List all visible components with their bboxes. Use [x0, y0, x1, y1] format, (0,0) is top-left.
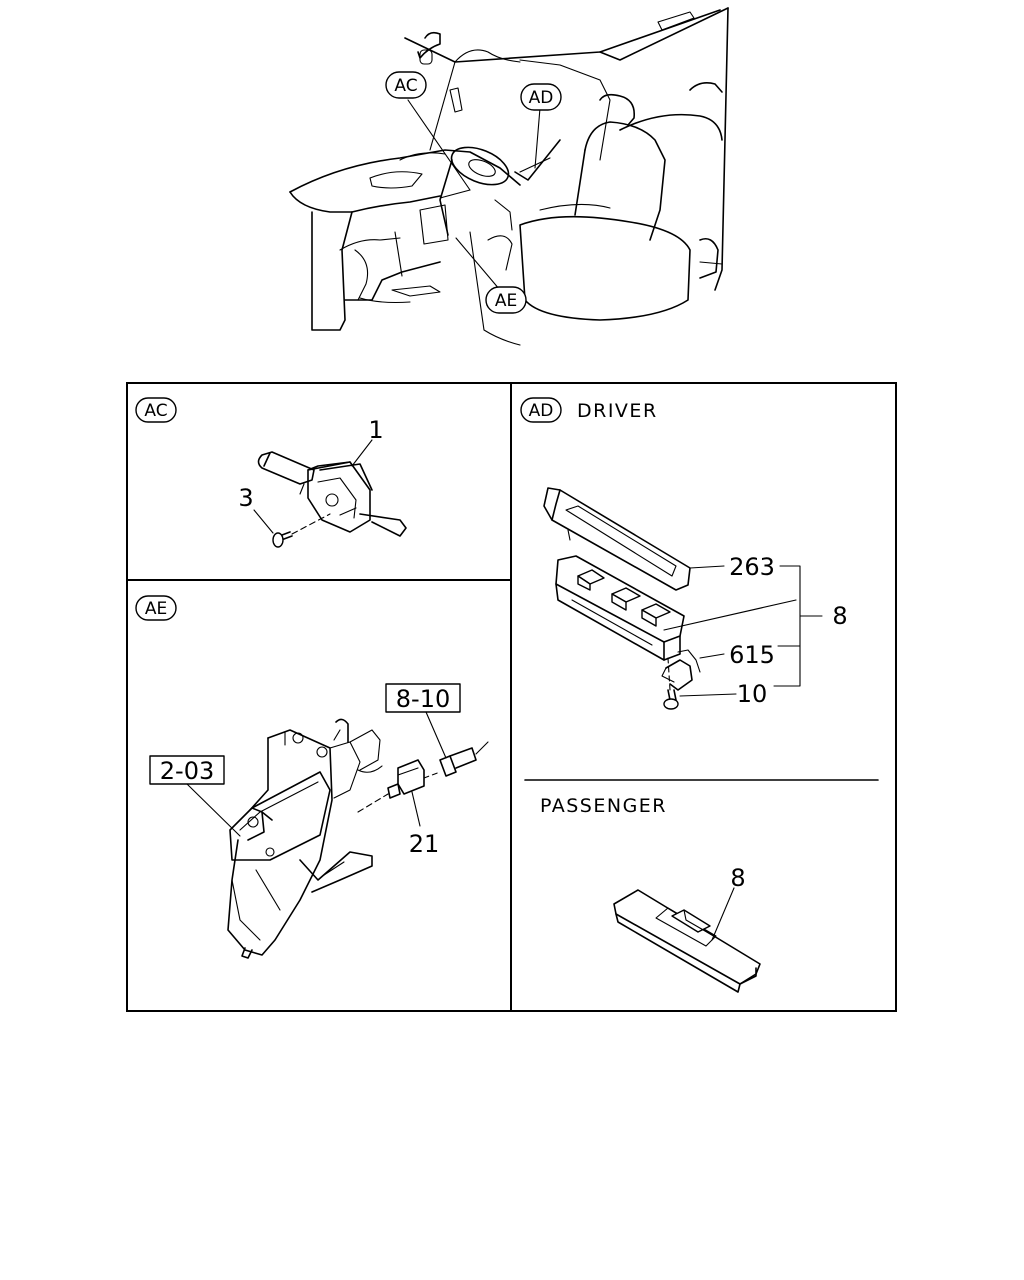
combination-switch-illustration — [257, 451, 407, 537]
passenger-heading: PASSENGER — [540, 795, 667, 817]
svg-text:AE: AE — [495, 291, 517, 311]
callout-3: 3 — [238, 484, 253, 512]
svg-text:AC: AC — [394, 76, 417, 96]
callout-1: 1 — [368, 416, 383, 444]
marker-ae: AE — [135, 595, 177, 621]
screw-10-illustration — [663, 657, 679, 710]
reference-box-8-10: 8-10 — [385, 683, 461, 713]
detail-grid-frame — [126, 382, 897, 1012]
connector-illustration — [439, 741, 489, 777]
callout-10: 10 — [737, 680, 768, 708]
screw-3-illustration — [272, 513, 331, 548]
passenger-switch-illustration — [613, 889, 761, 993]
svg-text:AC: AC — [144, 401, 167, 421]
svg-text:2-03: 2-03 — [160, 757, 214, 785]
pedal-bracket-illustration — [227, 718, 383, 959]
marker-ac: AC — [135, 397, 177, 423]
stop-light-switch-21-illustration — [357, 759, 441, 813]
marker-ad: AD — [520, 397, 562, 423]
callout-21: 21 — [409, 830, 440, 858]
callout-8-driver: 8 — [832, 602, 847, 630]
marker-ad-overview: AD — [520, 83, 562, 111]
clip-615-illustration — [661, 649, 701, 691]
reference-box-2-03: 2-03 — [149, 755, 225, 785]
marker-ac-overview: AC — [385, 71, 427, 99]
callout-615: 615 — [729, 641, 775, 669]
panel-ac: AC 1 3 — [135, 397, 407, 548]
svg-text:8-10: 8-10 — [396, 685, 450, 713]
panel-ae: AE — [135, 595, 489, 959]
interior-overview-illustration — [289, 7, 729, 346]
marker-ae-overview: AE — [485, 286, 527, 314]
driver-heading: DRIVER — [577, 400, 658, 422]
bezel-263-illustration — [543, 487, 691, 591]
svg-text:AE: AE — [145, 599, 167, 619]
callout-263: 263 — [729, 553, 775, 581]
panel-passenger: PASSENGER 8 — [540, 795, 761, 993]
svg-text:AD: AD — [529, 88, 554, 108]
panel-ad-driver: AD DRIVER — [520, 397, 848, 710]
callout-8-passenger: 8 — [730, 864, 745, 892]
window-switch-block-illustration — [555, 555, 685, 661]
svg-text:AD: AD — [529, 401, 554, 421]
